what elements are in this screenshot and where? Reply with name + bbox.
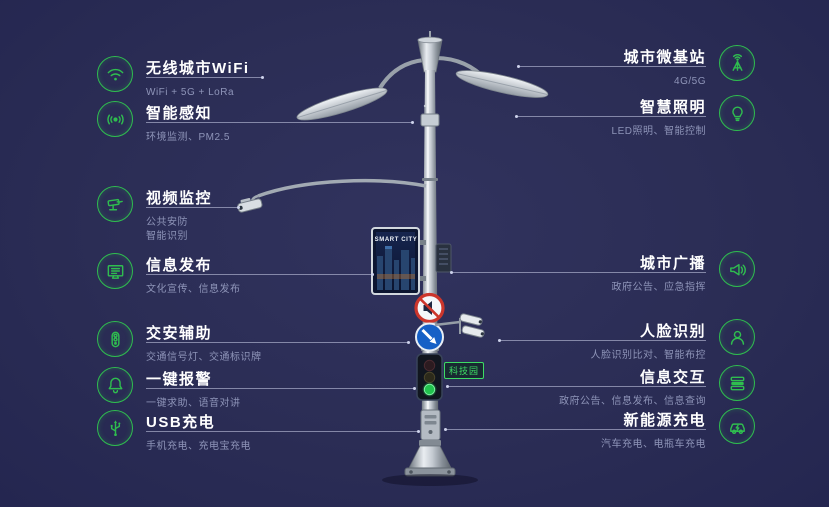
feature-subtitle: 汽车充电、电瓶车充电 bbox=[601, 439, 706, 450]
feature-info-publishing: 信息发布 文化宣传、信息发布 bbox=[97, 253, 374, 297]
feature-subtitle: 人脸识别比对、智能布控 bbox=[590, 350, 706, 361]
tech-park-sign: 科技园 bbox=[444, 362, 485, 379]
feature-micro-base-station: 城市微基站 4G/5G bbox=[517, 45, 755, 89]
face-recognition-icon bbox=[719, 319, 755, 355]
feature-subtitle: 一键求助、语音对讲 bbox=[146, 398, 241, 409]
connector-line bbox=[446, 385, 706, 388]
feature-text: 智慧照明 LED照明、智能控制 bbox=[515, 95, 706, 139]
feature-one-key-alarm: 一键报警 一键求助、语音对讲 bbox=[97, 367, 416, 411]
feature-subtitle: WiFi + 5G + LoRa bbox=[146, 87, 235, 98]
connector-line bbox=[146, 341, 410, 344]
feature-text: USB充电 手机充电、充电宝充电 bbox=[146, 410, 420, 454]
feature-subtitle: 环境监测、PM2.5 bbox=[146, 132, 230, 143]
feature-face-recognition: 人脸识别 人脸识别比对、智能布控 bbox=[498, 319, 755, 363]
connector-line bbox=[146, 273, 374, 276]
feature-title: 一键报警 bbox=[146, 371, 213, 388]
feature-title: 城市微基站 bbox=[623, 49, 706, 66]
feature-text: 新能源充电 汽车充电、电瓶车充电 bbox=[444, 408, 706, 452]
feature-subtitle: 手机充电、充电宝充电 bbox=[146, 441, 251, 452]
feature-smart-sensing: 智能感知 环境监测、PM2.5 bbox=[97, 101, 414, 145]
feature-ev-charging: 新能源充电 汽车充电、电瓶车充电 bbox=[444, 408, 755, 452]
traffic-light-icon bbox=[97, 321, 133, 357]
feature-city-broadcast: 城市广播 政府公告、应急指挥 bbox=[450, 251, 755, 295]
info-exchange-icon bbox=[719, 365, 755, 401]
feature-text: 信息交互 政府公告、信息发布、信息查询 bbox=[446, 365, 706, 409]
feature-usb-charging: USB充电 手机充电、充电宝充电 bbox=[97, 410, 420, 454]
feature-info-interaction: 信息交互 政府公告、信息发布、信息查询 bbox=[446, 365, 755, 409]
cctv-camera-icon bbox=[97, 186, 133, 222]
feature-subtitle: 交通信号灯、交通标识牌 bbox=[146, 352, 262, 363]
ev-charging-icon bbox=[719, 408, 755, 444]
feature-text: 交安辅助 交通信号灯、交通标识牌 bbox=[146, 321, 410, 365]
connector-line bbox=[498, 339, 706, 342]
feature-subtitle: 4G/5G bbox=[674, 76, 706, 87]
light-bulb-icon bbox=[719, 95, 755, 131]
connector-line bbox=[146, 76, 264, 79]
feature-title: 人脸识别 bbox=[639, 323, 706, 340]
feature-subtitle: 文化宣传、信息发布 bbox=[146, 284, 241, 295]
feature-smart-lighting: 智慧照明 LED照明、智能控制 bbox=[515, 95, 755, 139]
info-screen-icon bbox=[97, 253, 133, 289]
feature-title: 交安辅助 bbox=[146, 325, 213, 342]
connector-line bbox=[515, 115, 706, 118]
feature-text: 城市微基站 4G/5G bbox=[517, 45, 706, 89]
feature-title: 城市广播 bbox=[639, 255, 706, 272]
feature-text: 一键报警 一键求助、语音对讲 bbox=[146, 367, 416, 411]
feature-text: 信息发布 文化宣传、信息发布 bbox=[146, 253, 374, 297]
feature-title: 新能源充电 bbox=[623, 412, 706, 429]
wifi-icon bbox=[97, 56, 133, 92]
base-station-icon bbox=[719, 45, 755, 81]
connector-line bbox=[517, 65, 706, 68]
feature-traffic-safety: 交安辅助 交通信号灯、交通标识牌 bbox=[97, 321, 410, 365]
smart-pole-illustration bbox=[237, 31, 549, 486]
feature-text: 无线城市WiFi WiFi + 5G + LoRa bbox=[146, 56, 264, 100]
feature-text: 城市广播 政府公告、应急指挥 bbox=[450, 251, 706, 295]
feature-title: 信息发布 bbox=[146, 257, 213, 274]
connector-line bbox=[146, 387, 416, 390]
feature-subtitle: 政府公告、应急指挥 bbox=[611, 282, 706, 293]
connector-line bbox=[444, 428, 706, 431]
feature-title: 视频监控 bbox=[146, 190, 213, 207]
feature-title: 智慧照明 bbox=[639, 99, 706, 116]
connector-line bbox=[146, 121, 414, 124]
feature-video-surveillance: 视频监控 公共安防 智能识别 bbox=[97, 186, 240, 243]
feature-title: 智能感知 bbox=[146, 105, 213, 122]
feature-text: 视频监控 公共安防 智能识别 bbox=[146, 186, 240, 243]
alarm-bell-icon bbox=[97, 367, 133, 403]
screen-title: SMART CITY bbox=[374, 237, 418, 243]
feature-title: USB充电 bbox=[146, 414, 216, 431]
loudspeaker-icon bbox=[719, 251, 755, 287]
feature-subtitle: LED照明、智能控制 bbox=[611, 126, 706, 137]
feature-title: 无线城市WiFi bbox=[146, 60, 250, 77]
connector-line bbox=[450, 271, 706, 274]
feature-subtitle: 政府公告、信息发布、信息查询 bbox=[559, 396, 706, 407]
smart-sensing-icon bbox=[97, 101, 133, 137]
feature-title: 信息交互 bbox=[639, 369, 706, 386]
connector-line bbox=[146, 430, 420, 433]
feature-text: 智能感知 环境监测、PM2.5 bbox=[146, 101, 414, 145]
feature-text: 人脸识别 人脸识别比对、智能布控 bbox=[498, 319, 706, 363]
feature-wireless-wifi: 无线城市WiFi WiFi + 5G + LoRa bbox=[97, 56, 264, 100]
usb-icon bbox=[97, 410, 133, 446]
connector-line bbox=[146, 206, 240, 209]
feature-subtitle: 公共安防 智能识别 bbox=[146, 217, 188, 242]
